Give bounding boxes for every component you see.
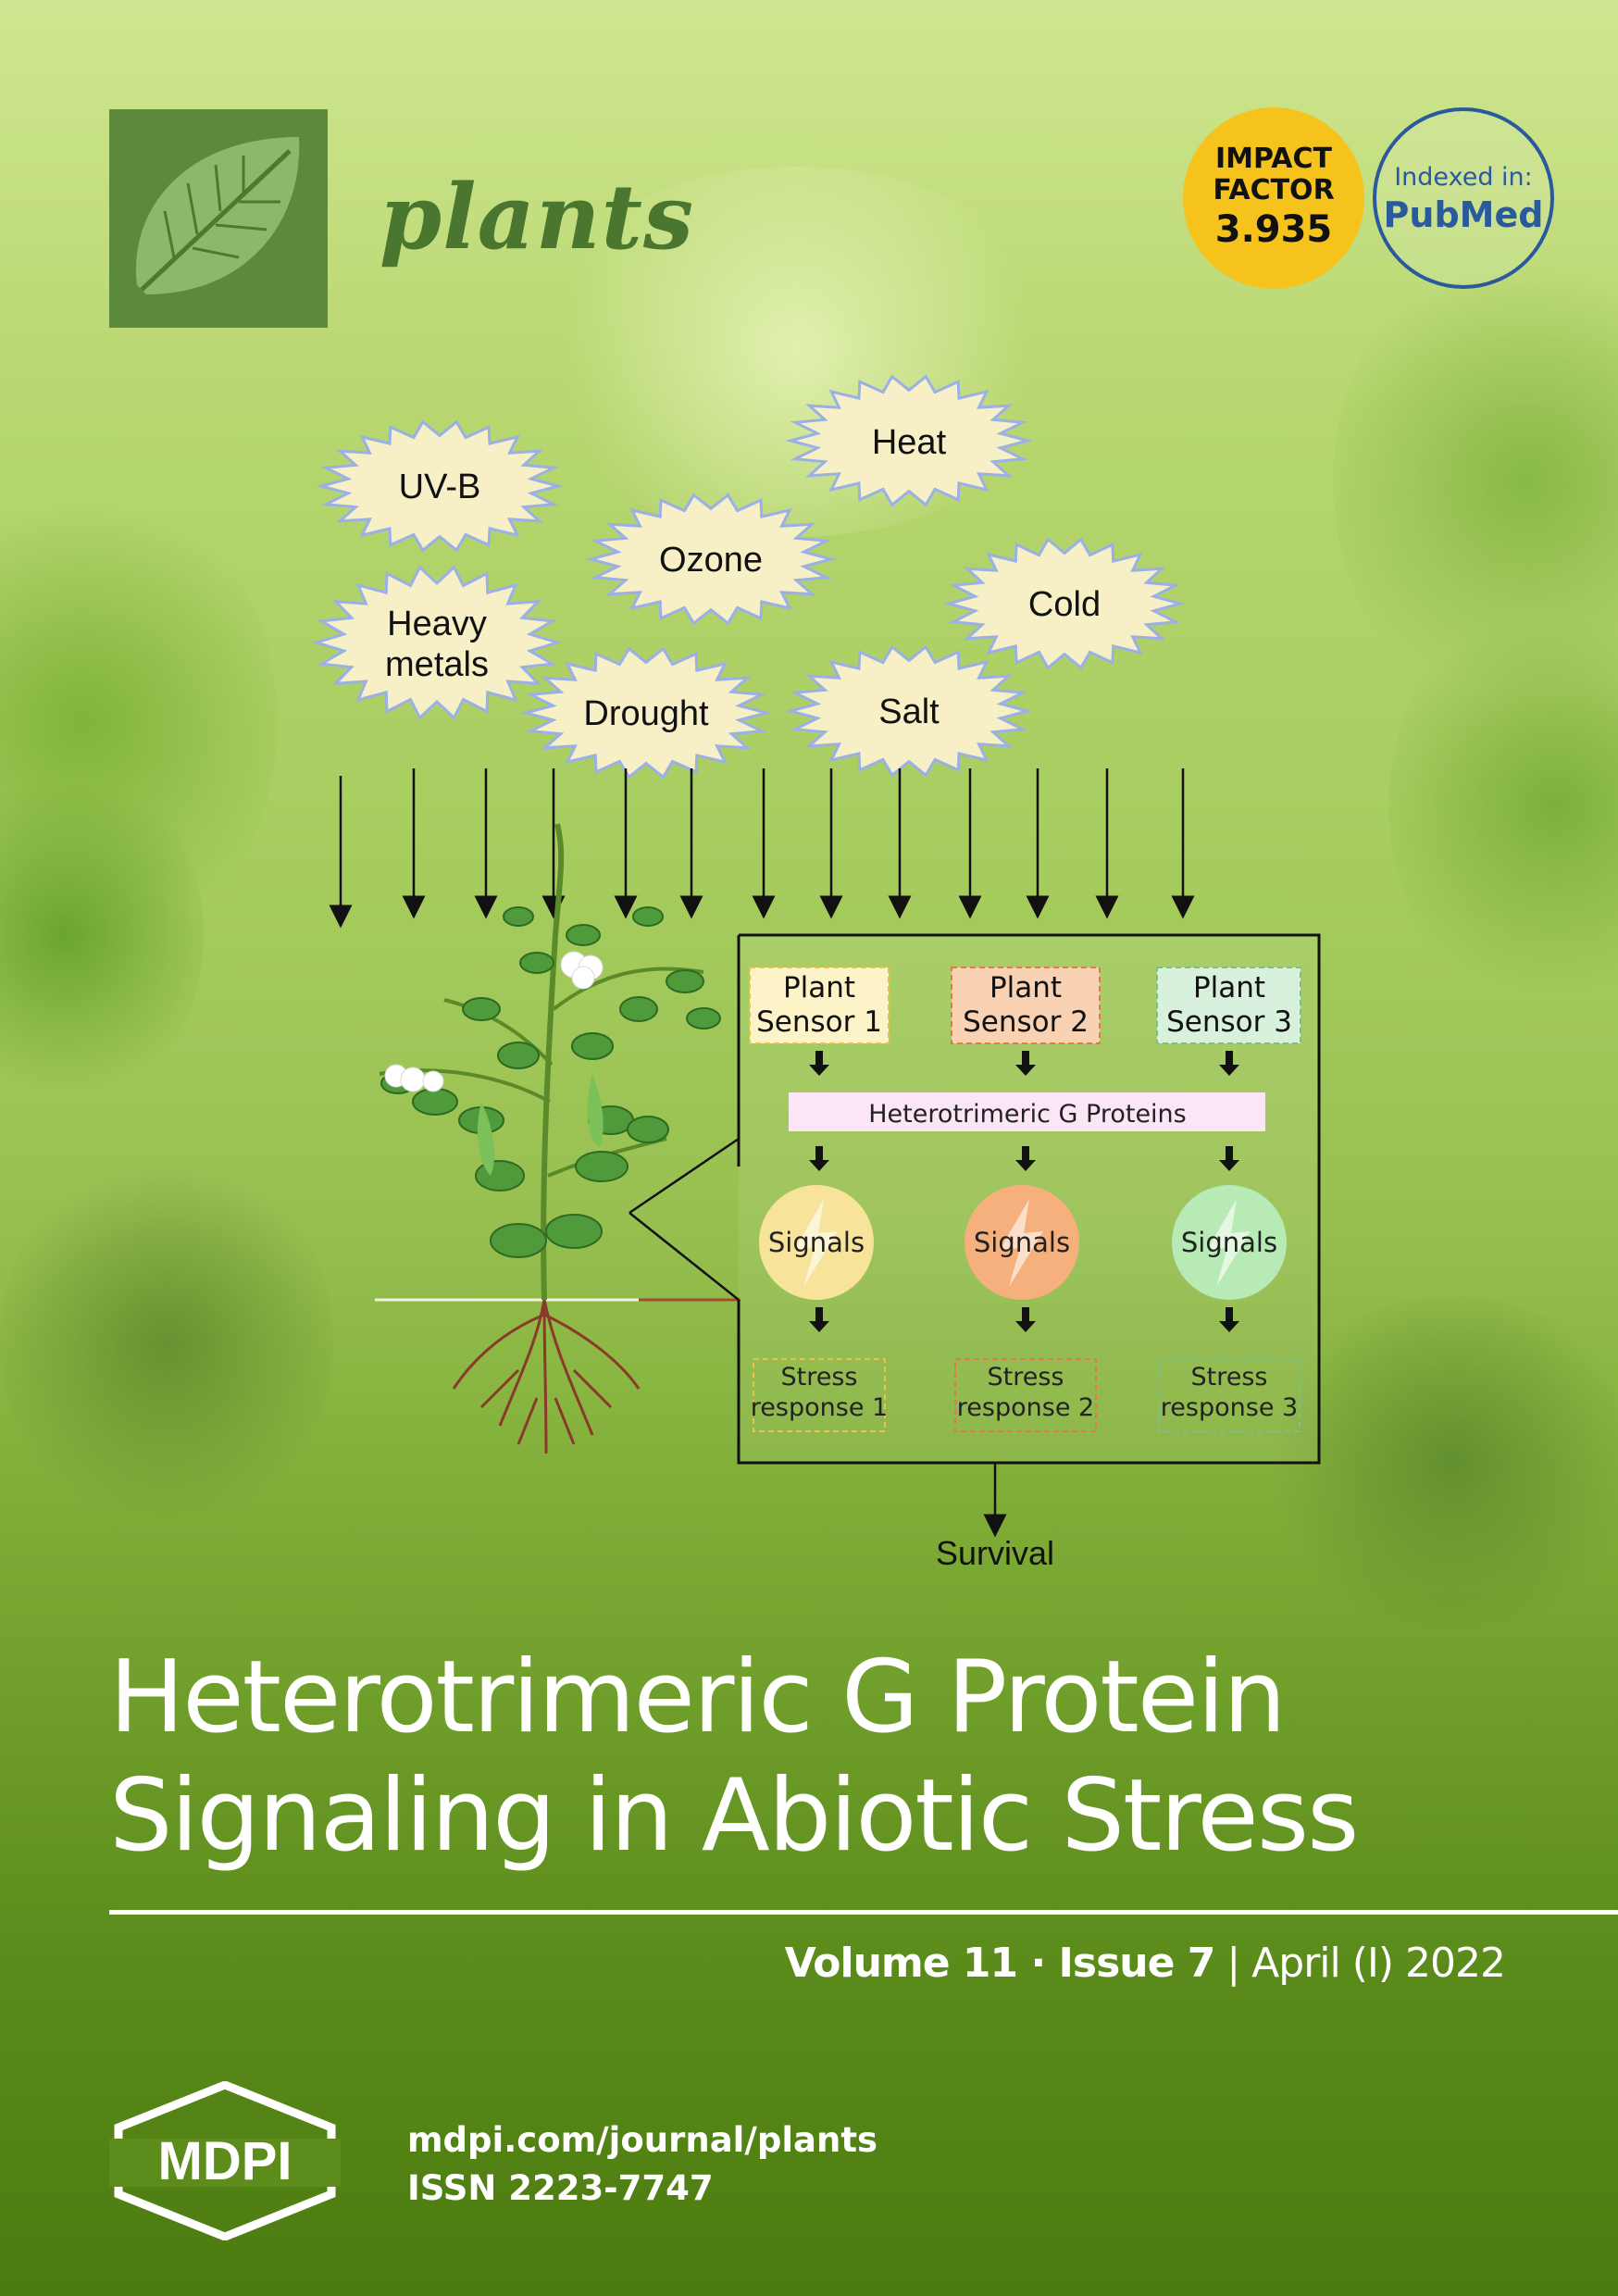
roots	[452, 1299, 641, 1454]
lightning-icon	[794, 1199, 838, 1287]
response-label: Stress	[988, 1363, 1064, 1391]
sensor-label: Plant	[1193, 971, 1265, 1004]
date-separator: |	[1214, 1940, 1252, 1987]
leaf-icon	[135, 137, 300, 294]
flowers	[384, 951, 604, 1092]
signal-label: Signals	[768, 1227, 865, 1258]
sensor-label: Plant	[989, 971, 1062, 1004]
signaling-panel: Plant Sensor 1 Plant Sensor 2 Plant Sens…	[629, 933, 1321, 1572]
journal-name: plants	[380, 165, 694, 269]
response-box-3: Stress response 3	[1158, 1358, 1301, 1432]
stressor-label: Cold	[1028, 585, 1101, 624]
plant-illustration	[375, 823, 741, 1454]
response-box-2: Stress response 2	[954, 1358, 1097, 1432]
signal-circle-3: Signals	[1172, 1185, 1287, 1300]
response-box-1: Stress response 1	[751, 1358, 888, 1432]
survival-label: Survival	[936, 1534, 1054, 1572]
response-label: response 3	[1161, 1393, 1298, 1422]
lightning-icon	[1207, 1199, 1251, 1287]
signal-circle-1: Signals	[759, 1185, 874, 1300]
signal-label: Signals	[974, 1227, 1070, 1258]
sensor-label: Sensor 3	[1166, 1005, 1292, 1039]
stressor-label: metals	[385, 645, 489, 684]
flow-arrows	[809, 1051, 1239, 1332]
factor-label: FACTOR	[1213, 174, 1335, 206]
response-label: response 2	[957, 1393, 1094, 1422]
title-line-1: Heterotrimeric G Protein	[109, 1640, 1287, 1755]
g-proteins-bar: Heterotrimeric G Proteins	[789, 1092, 1265, 1131]
stressor-label: Heavy	[387, 605, 487, 643]
sensor-label: Plant	[783, 971, 855, 1004]
issue-separator: ·	[1017, 1940, 1059, 1987]
journal-url: mdpi.com/journal/plants	[407, 2120, 878, 2160]
stressor-label: UV-B	[399, 468, 481, 506]
signal-label: Signals	[1181, 1227, 1277, 1258]
sensor-box-1: Plant Sensor 1	[749, 967, 890, 1044]
issn: ISSN 2223-7747	[407, 2168, 714, 2208]
impact-label: IMPACT	[1215, 143, 1332, 175]
pubmed-label: PubMed	[1383, 194, 1544, 235]
stressor-salt: Salt	[785, 644, 1033, 778]
stressor-label: Drought	[583, 694, 709, 733]
volume-label: Volume 11	[784, 1940, 1019, 1987]
stressor-arrows	[329, 768, 1195, 929]
stressor-cold: Cold	[943, 537, 1186, 670]
response-label: Stress	[1191, 1363, 1268, 1391]
sensor-box-2: Plant Sensor 2	[951, 967, 1101, 1044]
sensor-label: Sensor 1	[756, 1005, 882, 1039]
stressor-uvb: UV-B	[316, 419, 564, 553]
stressor-heavy-metals: Heavy metals	[311, 565, 563, 720]
journal-logo	[109, 109, 328, 328]
stressor-label: Ozone	[659, 541, 763, 580]
stressor-label: Heat	[872, 423, 947, 462]
g-proteins-label: Heterotrimeric G Proteins	[868, 1100, 1187, 1129]
impact-value: 3.935	[1214, 208, 1333, 251]
response-label: Stress	[781, 1363, 858, 1391]
title-divider	[109, 1910, 1618, 1915]
title-line-2: Signaling in Abiotic Stress	[109, 1758, 1359, 1874]
impact-factor-badge: IMPACT FACTOR 3.935	[1183, 107, 1364, 289]
response-label: response 1	[751, 1393, 888, 1422]
issue-label: Issue 7	[1058, 1940, 1216, 1987]
lightning-icon	[1000, 1199, 1043, 1287]
indexed-label: Indexed in:	[1394, 163, 1533, 192]
stressor-ozone: Ozone	[585, 493, 837, 626]
signal-circle-2: Signals	[965, 1185, 1079, 1300]
sensor-label: Sensor 2	[963, 1005, 1089, 1039]
publisher-name: MDPI	[158, 2131, 292, 2191]
sensor-box-3: Plant Sensor 3	[1156, 967, 1301, 1044]
stress-signaling-diagram: UV-B Heat Ozone Cold Heavy metals Drough…	[311, 374, 1321, 1572]
mdpi-logo: MDPI	[109, 2081, 341, 2240]
stressor-label: Salt	[878, 693, 940, 731]
pubmed-badge: Indexed in: PubMed	[1373, 107, 1554, 289]
issue-info: Volume 11 · Issue 7 | April (I) 2022	[784, 1940, 1506, 1987]
issue-date: April (I) 2022	[1251, 1940, 1506, 1987]
cover-title: Heterotrimeric G Protein Signaling in Ab…	[109, 1639, 1553, 1876]
stressor-drought: Drought	[520, 646, 772, 780]
stressor-heat: Heat	[785, 374, 1033, 507]
